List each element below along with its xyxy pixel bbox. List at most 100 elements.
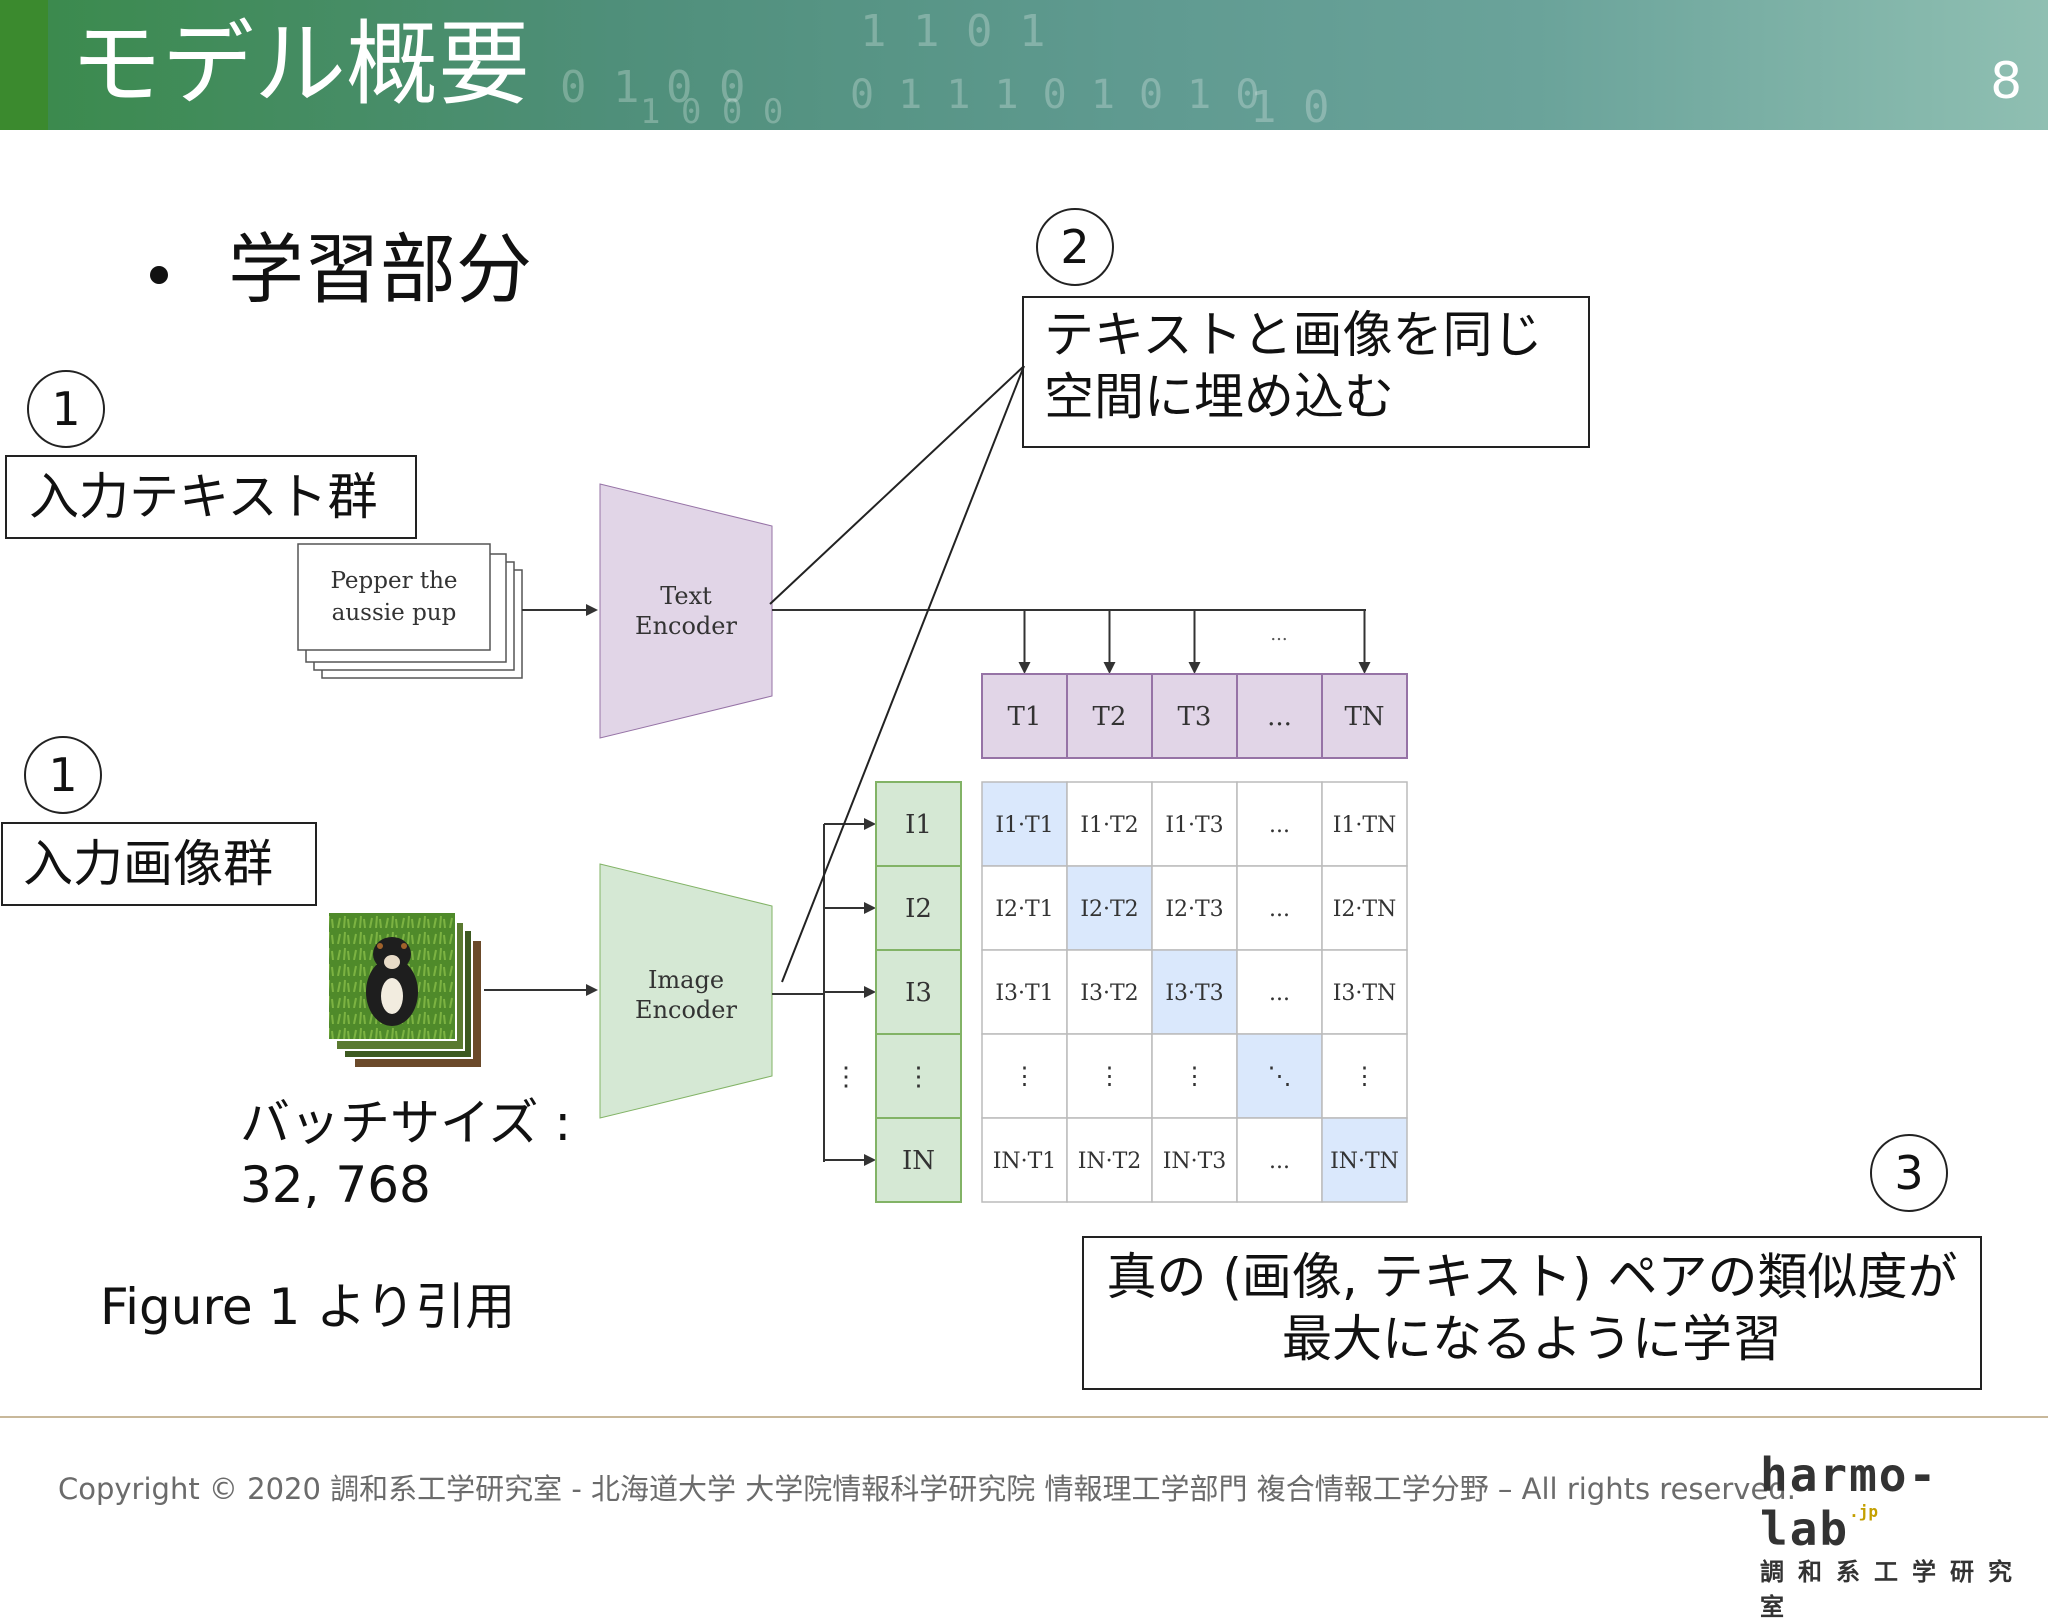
similarity-cell	[1151, 781, 1238, 867]
image-input-label-box: 入力画像群	[1, 822, 317, 906]
goal-explanation-line1: 真の (画像, テキスト) ペアの類似度が	[1106, 1248, 1958, 1306]
bullet-text: 学習部分	[228, 225, 532, 314]
text-embedding-drops	[1018, 610, 1371, 674]
text-input-label-box: 入力テキスト群	[5, 455, 417, 539]
similarity-cell	[981, 949, 1068, 1035]
image-embedding-cell	[875, 781, 962, 867]
text-embedding-cell	[1236, 673, 1323, 759]
similarity-label: I2·T3	[1165, 897, 1223, 922]
goal-explanation-line2: 最大になるように学習	[1282, 1310, 1782, 1368]
goal-explanation-box: 真の (画像, テキスト) ペアの類似度が 最大になるように学習	[1082, 1236, 1982, 1390]
similarity-cell-diagonal	[981, 781, 1068, 867]
similarity-cell	[1066, 781, 1153, 867]
top-ellipsis: ...	[1270, 624, 1287, 645]
similarity-label: ...	[1269, 981, 1290, 1006]
image-encoder-label-line2: Encoder	[635, 996, 737, 1024]
image-encoder-shape	[599, 863, 773, 1119]
text-card-stack: Pepper the aussie pup	[297, 543, 523, 679]
embed-explanation-line1: テキストと画像を同じ	[1044, 306, 1543, 364]
embed-explanation-line2: 空間に埋め込む	[1044, 368, 1394, 426]
similarity-label: I1·TN	[1333, 813, 1397, 838]
similarity-cell	[1236, 949, 1323, 1035]
text-embedding-label: TN	[1344, 702, 1384, 732]
caption-line1: Pepper the	[330, 568, 457, 594]
similarity-cell-diagonal	[1321, 1117, 1408, 1203]
text-encoder-shape	[599, 483, 773, 739]
text-embedding-row: T1 T2 T3... TN	[981, 673, 1408, 759]
similarity-label: I2·TN	[1333, 897, 1397, 922]
caption-line2: aussie pup	[332, 600, 457, 626]
header-binary-digits: 1 0 0 0	[640, 92, 784, 130]
similarity-cell	[1066, 949, 1153, 1035]
similarity-cell	[981, 1033, 1068, 1119]
callout-number-1-text: 1	[27, 370, 105, 448]
similarity-label: ...	[1269, 897, 1290, 922]
text-encoder-label-line1: Text	[660, 582, 712, 610]
similarity-label: ⋮	[1098, 1062, 1122, 1090]
bullet-item: 学習部分	[150, 225, 532, 315]
image-embedding-cell	[875, 949, 962, 1035]
text-card-back2	[313, 561, 515, 671]
similarity-cell	[1321, 949, 1408, 1035]
callout-number-2: 2	[1036, 208, 1114, 286]
similarity-label: ⋮	[1013, 1062, 1037, 1090]
image-embedding-drops: ⋮	[824, 818, 876, 1166]
similarity-label: IN·TN	[1330, 1149, 1399, 1174]
similarity-cell	[1321, 865, 1408, 951]
similarity-label: ...	[1269, 1149, 1290, 1174]
image-embedding-label: I2	[905, 894, 932, 924]
image-input-label: 入力画像群	[23, 835, 273, 893]
similarity-label: IN·T1	[993, 1149, 1057, 1174]
image-stack	[327, 911, 483, 1069]
text-card-front	[297, 543, 491, 651]
text-embedding-label: T2	[1093, 702, 1127, 732]
text-card-back3	[321, 569, 523, 679]
text-embedding-cell	[1066, 673, 1153, 759]
similarity-cell	[1066, 1033, 1153, 1119]
callout-number-3: 3	[1870, 1134, 1948, 1212]
text-embedding-label: T1	[1008, 702, 1042, 732]
similarity-cell	[1321, 781, 1408, 867]
similarity-label: IN·T2	[1078, 1149, 1142, 1174]
leader-line-image-encoder	[781, 365, 1025, 983]
similarity-cell	[1236, 865, 1323, 951]
slide-title: モデル概要	[70, 11, 531, 118]
similarity-cell-diagonal	[1151, 949, 1238, 1035]
similarity-label: ⋱	[1268, 1062, 1292, 1090]
similarity-cell	[1066, 1117, 1153, 1203]
similarity-label: I3·T2	[1080, 981, 1138, 1006]
harmo-lab-logo: harmo-lab.jp 調和系工学研究室	[1760, 1448, 2048, 1622]
text-embedding-cell	[1151, 673, 1238, 759]
logo-suffix: .jp	[1849, 1502, 1878, 1521]
similarity-label: I1·T3	[1165, 813, 1223, 838]
similarity-label: I3·TN	[1333, 981, 1397, 1006]
image-back3	[353, 939, 483, 1069]
similarity-label: ...	[1269, 813, 1290, 838]
text-embedding-cell	[981, 673, 1068, 759]
text-embedding-cell	[1321, 673, 1408, 759]
text-encoder-label-line2: Encoder	[635, 612, 737, 640]
batch-size-note: バッチサイズ : 32, 768	[240, 1092, 571, 1216]
image-embedding-label: I1	[905, 810, 932, 840]
similarity-cell	[1321, 1033, 1408, 1119]
image-embedding-label: ⋮	[906, 1062, 932, 1092]
similarity-label: I2·T1	[995, 897, 1053, 922]
text-embedding-label: ...	[1267, 702, 1292, 732]
batch-size-line1: バッチサイズ :	[240, 1094, 572, 1152]
puppy-figure	[366, 937, 418, 1026]
similarity-label: IN·T3	[1163, 1149, 1227, 1174]
similarity-label: I1·T2	[1080, 813, 1138, 838]
figure-reference: Figure 1 より引用	[100, 1278, 516, 1336]
similarity-label: ⋮	[1353, 1062, 1377, 1090]
copyright-text: Copyright © 2020 調和系工学研究室 - 北海道大学 大学院情報科…	[58, 1472, 1796, 1506]
similarity-cell-diagonal	[1236, 1033, 1323, 1119]
similarity-cell	[981, 1117, 1068, 1203]
text-embedding-label: T3	[1178, 702, 1212, 732]
text-input-label: 入力テキスト群	[29, 468, 378, 526]
footer-divider	[0, 1416, 2048, 1418]
similarity-cell	[1236, 1117, 1323, 1203]
similarity-label: I3·T1	[995, 981, 1053, 1006]
image-embedding-label: IN	[902, 1146, 935, 1176]
header-binary-digits: 1 0	[1250, 82, 1330, 130]
